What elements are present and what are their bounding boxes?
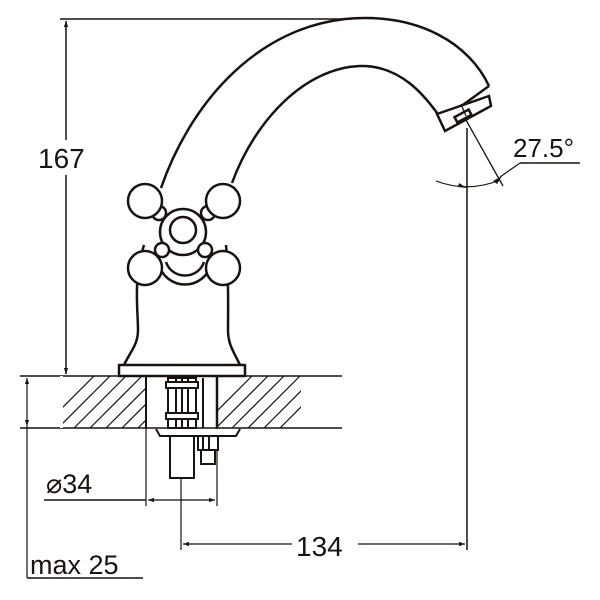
handle-knob-top-left bbox=[126, 182, 164, 220]
handle-knob-top-right bbox=[204, 182, 242, 220]
reach-label: 134 bbox=[296, 531, 343, 562]
mounting-hardware bbox=[155, 377, 241, 479]
diameter-dimension: ⌀34 bbox=[44, 428, 218, 506]
aerator bbox=[435, 94, 493, 133]
height-label: 167 bbox=[38, 143, 85, 174]
angle-dimension: 27.5° bbox=[435, 119, 580, 188]
diameter-label: ⌀34 bbox=[46, 469, 92, 499]
height-dimension: 167 bbox=[38, 18, 352, 374]
cross-handle bbox=[126, 182, 242, 287]
countertop-section bbox=[60, 376, 301, 428]
angle-label: 27.5° bbox=[513, 133, 574, 163]
handle-knob-bottom-left bbox=[126, 249, 164, 287]
handle-knob-bottom-right bbox=[204, 249, 242, 287]
spout bbox=[159, 16, 491, 189]
max-thickness-label: max 25 bbox=[30, 550, 119, 580]
